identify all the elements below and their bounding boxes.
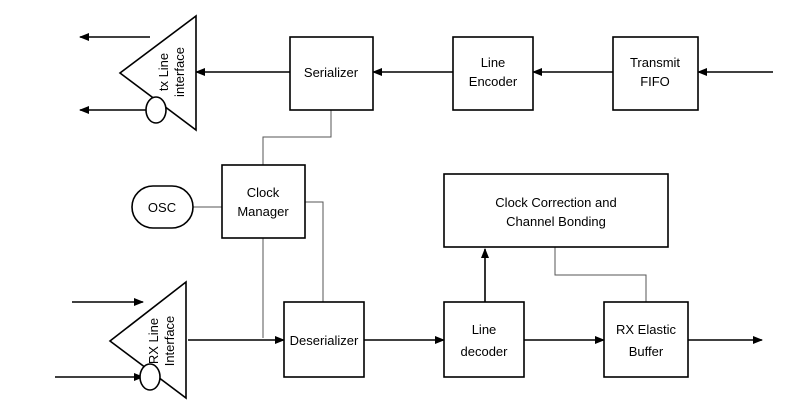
deserializer-label: Deserializer [290,333,359,348]
line-decoder-label-2: decoder [461,344,509,359]
osc-block: OSC [131,185,194,229]
clock-manager-label-2: Manager [237,204,289,219]
tx-interface-label-1: tx Line [156,53,171,91]
transmit-fifo-label-1: Transmit [630,55,680,70]
clock-manager-label-1: Clock [247,185,280,200]
line-encoder-block: Line Encoder [452,36,534,111]
clock-correction-label-1: Clock Correction and [495,195,616,210]
wire-clock-manager-to-deserializer [305,201,324,302]
rx-elastic-buffer-label-1: RX Elastic [616,322,676,337]
rx-interface-label-2: Interface [162,316,177,367]
deserializer-block: Deserializer [283,301,365,378]
clock-correction-block: Clock Correction and Channel Bonding [443,173,669,248]
wire-clock-correction-to-buffer [554,247,647,302]
tx-line-interface: tx Line interface [118,14,197,132]
clock-manager-block: Clock Manager [221,164,306,239]
clock-correction-label-2: Channel Bonding [506,214,606,229]
rx-line-interface: RX Line Interface [108,280,187,400]
line-encoder-label-2: Encoder [469,74,518,89]
transmit-fifo-block: Transmit FIFO [612,36,699,111]
serializer-label: Serializer [304,65,359,80]
rx-elastic-buffer-block: RX Elastic Buffer [603,301,689,378]
tx-interface-label-2: interface [172,47,187,97]
rx-interface-label-1: RX Line [146,318,161,364]
transmit-fifo-label-2: FIFO [640,74,670,89]
line-encoder-label-1: Line [481,55,506,70]
osc-label: OSC [148,200,176,215]
serializer-block: Serializer [289,36,374,111]
rx-elastic-buffer-label-2: Buffer [629,344,664,359]
line-decoder-label-1: Line [472,322,497,337]
line-decoder-block: Line decoder [443,301,525,378]
wire-serializer-to-clock-manager [262,110,332,165]
